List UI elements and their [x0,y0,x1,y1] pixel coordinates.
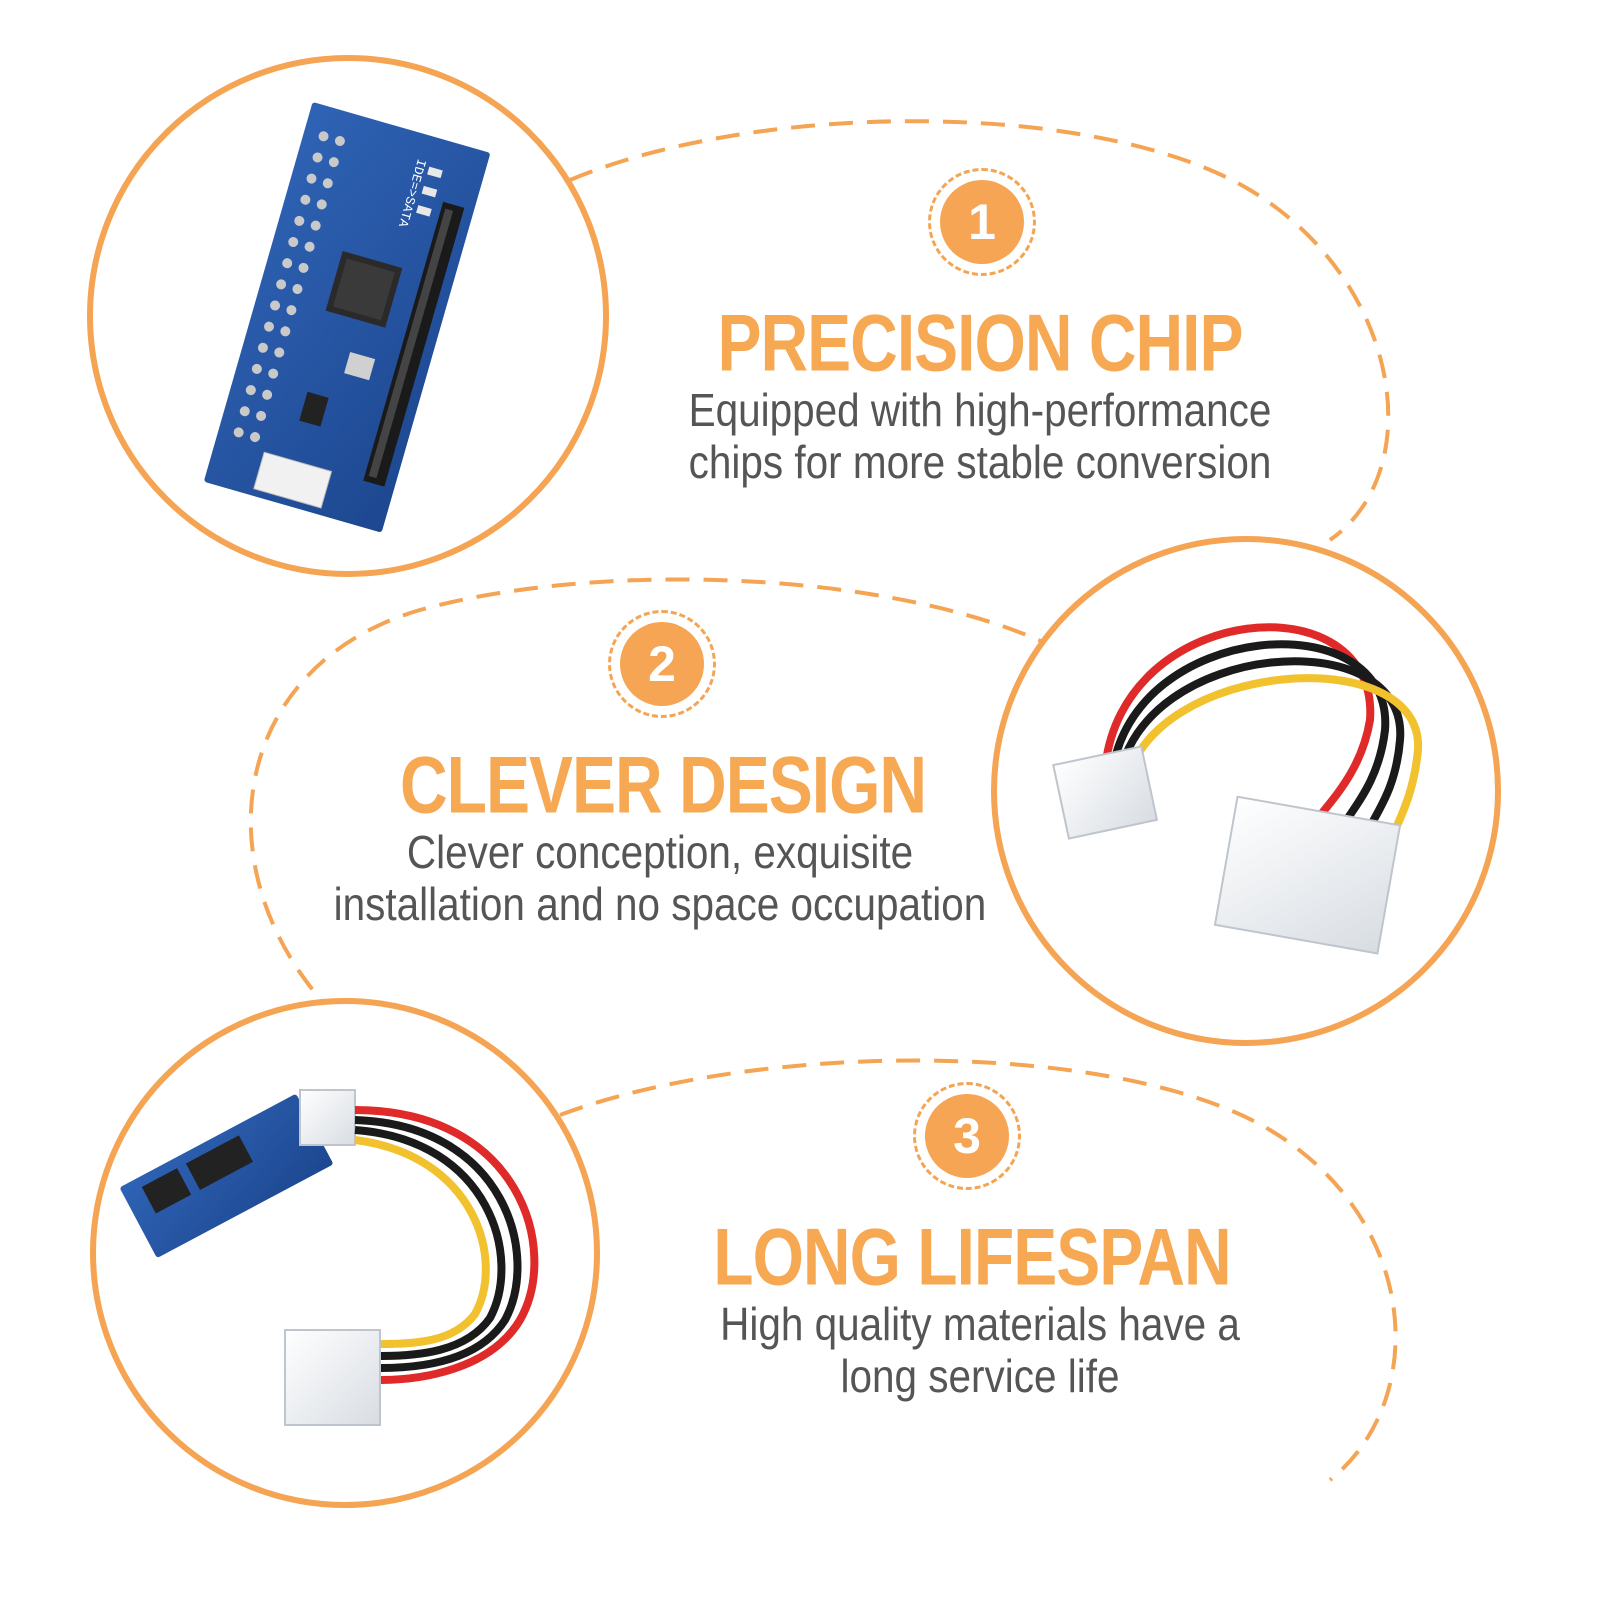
number-badge-3: 3 [913,1082,1021,1190]
feature-desc-3: High quality materials have a long servi… [610,1298,1349,1402]
desc-line: installation and no space occupation [333,878,987,930]
dashed-arc-1 [569,119,1391,542]
badge-ring [913,1082,1021,1190]
photo-adapter-board: IDE=>SATA [87,55,609,577]
desc-line: Equipped with high-performance [688,384,1272,436]
dashed-arc-2 [248,577,1061,1012]
number-badge-1: 1 [928,168,1036,276]
feature-desc-2: Clever conception, exquisite installatio… [255,826,1065,930]
feature-title-long-lifespan: LONG LIFESPAN [713,1211,1231,1302]
badge-number: 3 [925,1094,1009,1178]
badge-number: 1 [940,180,1024,264]
photo-power-cable [991,536,1501,1046]
feature-title-precision-chip: PRECISION CHIP [717,297,1243,388]
feature-title-clever-design: CLEVER DESIGN [400,739,927,830]
dashed-arc-3 [559,1058,1398,1482]
desc-line: chips for more stable conversion [688,436,1272,488]
desc-line: High quality materials have a [720,1298,1240,1350]
desc-line: Clever conception, exquisite [406,826,914,878]
desc-line: long service life [840,1350,1120,1402]
feature-desc-1: Equipped with high-performance chips for… [610,384,1349,488]
badge-number: 2 [620,622,704,706]
photo-assembled [90,998,600,1508]
badge-ring [928,168,1036,276]
number-badge-2: 2 [608,610,716,718]
badge-ring [608,610,716,718]
